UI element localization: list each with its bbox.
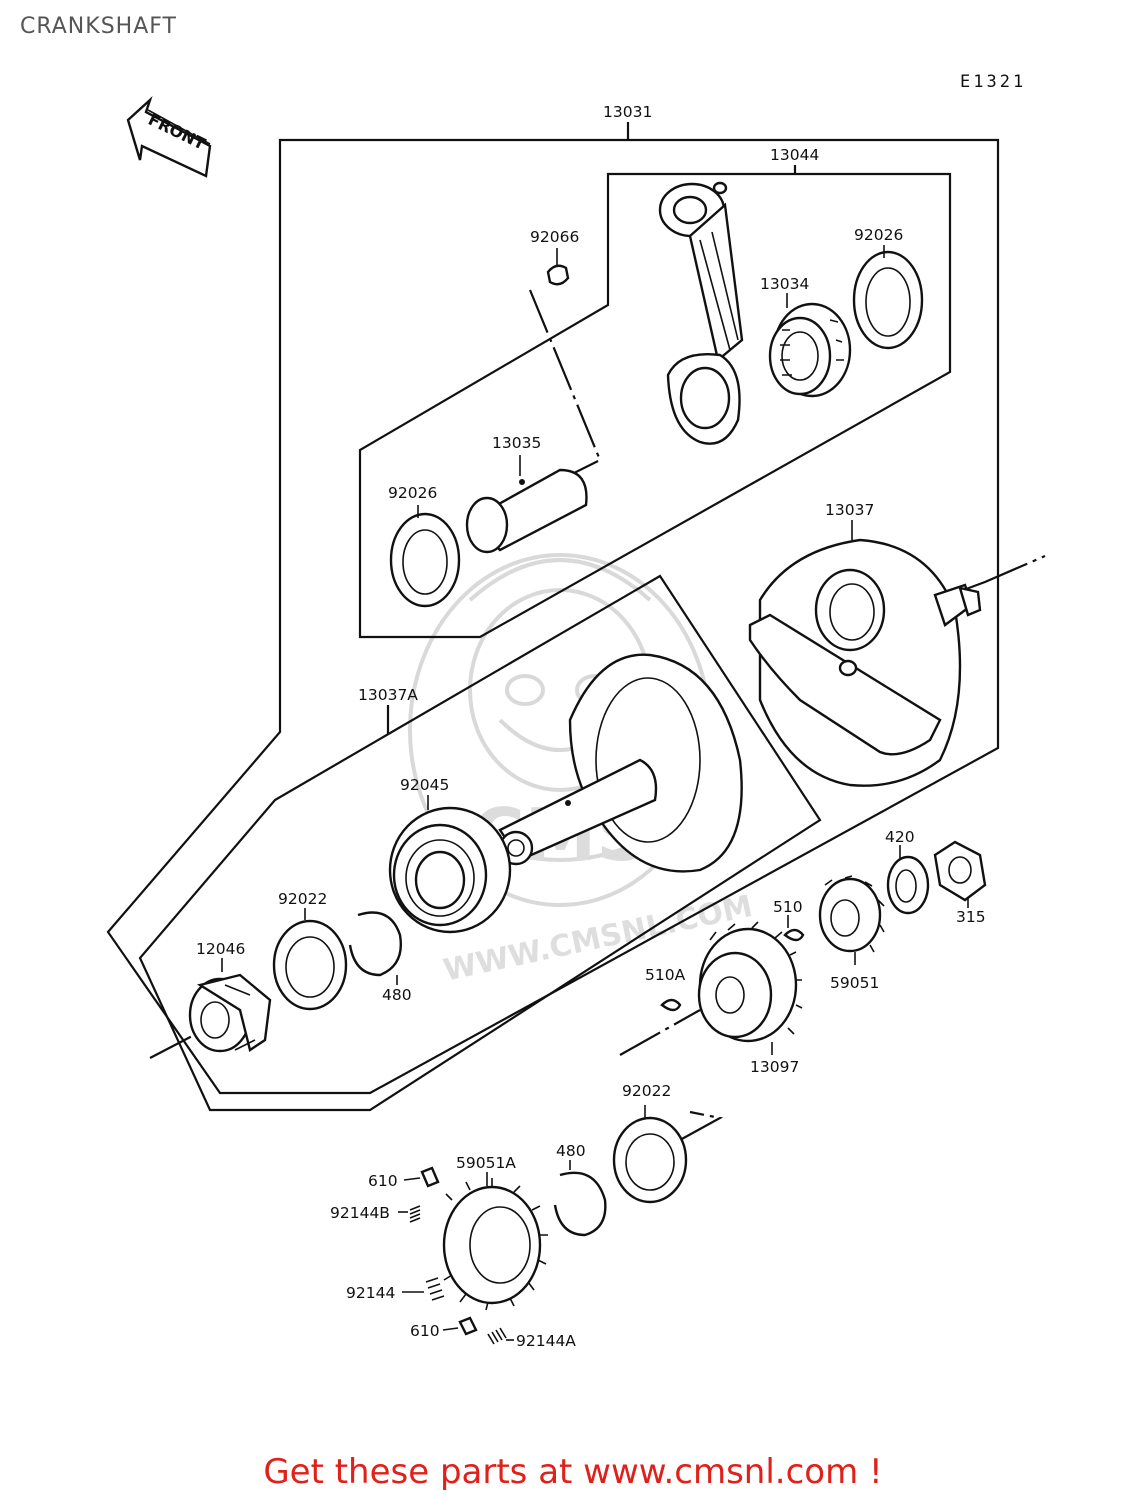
- part-13035-crank-pin[interactable]: [465, 455, 588, 554]
- part-13034-bearing[interactable]: [768, 293, 852, 398]
- label-315: 315: [956, 908, 986, 926]
- label-510: 510: [773, 898, 803, 916]
- part-610-pin-upper[interactable]: [403, 1166, 440, 1188]
- part-420-washer[interactable]: [886, 845, 930, 915]
- label-92022-lower: 92022: [622, 1082, 671, 1100]
- label-420: 420: [885, 828, 915, 846]
- part-92026-lower[interactable]: [389, 505, 461, 608]
- label-510a: 510A: [645, 966, 686, 984]
- part-12046-sprocket[interactable]: [188, 958, 272, 1053]
- gear-guideline: [619, 1009, 701, 1056]
- page-title: CRANKSHAFT: [20, 14, 177, 39]
- buy-parts-link[interactable]: Get these parts at www.cmsnl.com !: [263, 1452, 883, 1492]
- label-13044: 13044: [770, 146, 819, 164]
- part-59051a-gear[interactable]: [442, 1172, 548, 1311]
- label-610-lower: 610: [410, 1322, 440, 1340]
- part-480-circlip-upper[interactable]: [348, 911, 402, 986]
- label-92144: 92144: [346, 1284, 395, 1302]
- label-13097: 13097: [750, 1058, 799, 1076]
- part-92066[interactable]: [546, 248, 570, 286]
- label-92026-lower: 92026: [388, 484, 437, 502]
- assembly-outline-13031: [106, 138, 1000, 1095]
- part-59051-gear[interactable]: [818, 875, 885, 965]
- label-480-lower: 480: [556, 1142, 586, 1160]
- label-59051a: 59051A: [456, 1154, 516, 1172]
- label-92026-upper: 92026: [854, 226, 903, 244]
- part-92045-ball-bearing[interactable]: [388, 795, 512, 934]
- label-92045: 92045: [400, 776, 449, 794]
- part-13037-crank-half[interactable]: [748, 520, 982, 787]
- part-13037a-crank-half[interactable]: [498, 653, 743, 873]
- part-315-nut[interactable]: [933, 840, 987, 908]
- label-13034: 13034: [760, 275, 809, 293]
- label-59051: 59051: [830, 974, 879, 992]
- part-92022-upper[interactable]: [272, 908, 348, 1011]
- part-480-circlip-lower[interactable]: [553, 1160, 607, 1237]
- shaft-centerline-front: [149, 1031, 201, 1059]
- washer-guideline: [679, 1110, 724, 1141]
- label-480-upper: 480: [382, 986, 412, 1004]
- assembly-outline-13044: [358, 172, 952, 639]
- front-arrow-icon: FRONT: [126, 96, 212, 178]
- part-92144a-spring[interactable]: [487, 1327, 514, 1345]
- label-12046: 12046: [196, 940, 245, 958]
- part-92026-upper[interactable]: [852, 245, 924, 350]
- assembly-outline-13037a: [138, 574, 822, 1112]
- label-92066: 92066: [530, 228, 579, 246]
- label-92144b: 92144B: [330, 1204, 390, 1222]
- diagram-code: E1321: [960, 72, 1027, 92]
- part-92144-spring[interactable]: [402, 1277, 445, 1301]
- label-13035: 13035: [492, 434, 541, 452]
- crankshaft-exploded-diagram: CMS WWW.CMSNL.COM FRONT: [106, 96, 1046, 1350]
- part-13097-gear[interactable]: [697, 921, 803, 1055]
- label-13031: 13031: [603, 103, 652, 121]
- part-connecting-rod[interactable]: [658, 181, 744, 445]
- label-13037: 13037: [825, 501, 874, 519]
- label-92144a: 92144A: [516, 1332, 576, 1350]
- part-92144b-spring[interactable]: [398, 1205, 421, 1223]
- part-92022-lower[interactable]: [612, 1105, 688, 1204]
- part-610-pin-lower[interactable]: [442, 1316, 478, 1336]
- label-92022-upper: 92022: [278, 890, 327, 908]
- part-510a-key[interactable]: [660, 998, 682, 1012]
- label-13037a: 13037A: [358, 686, 418, 704]
- label-610-upper: 610: [368, 1172, 398, 1190]
- part-510-key[interactable]: [783, 915, 805, 942]
